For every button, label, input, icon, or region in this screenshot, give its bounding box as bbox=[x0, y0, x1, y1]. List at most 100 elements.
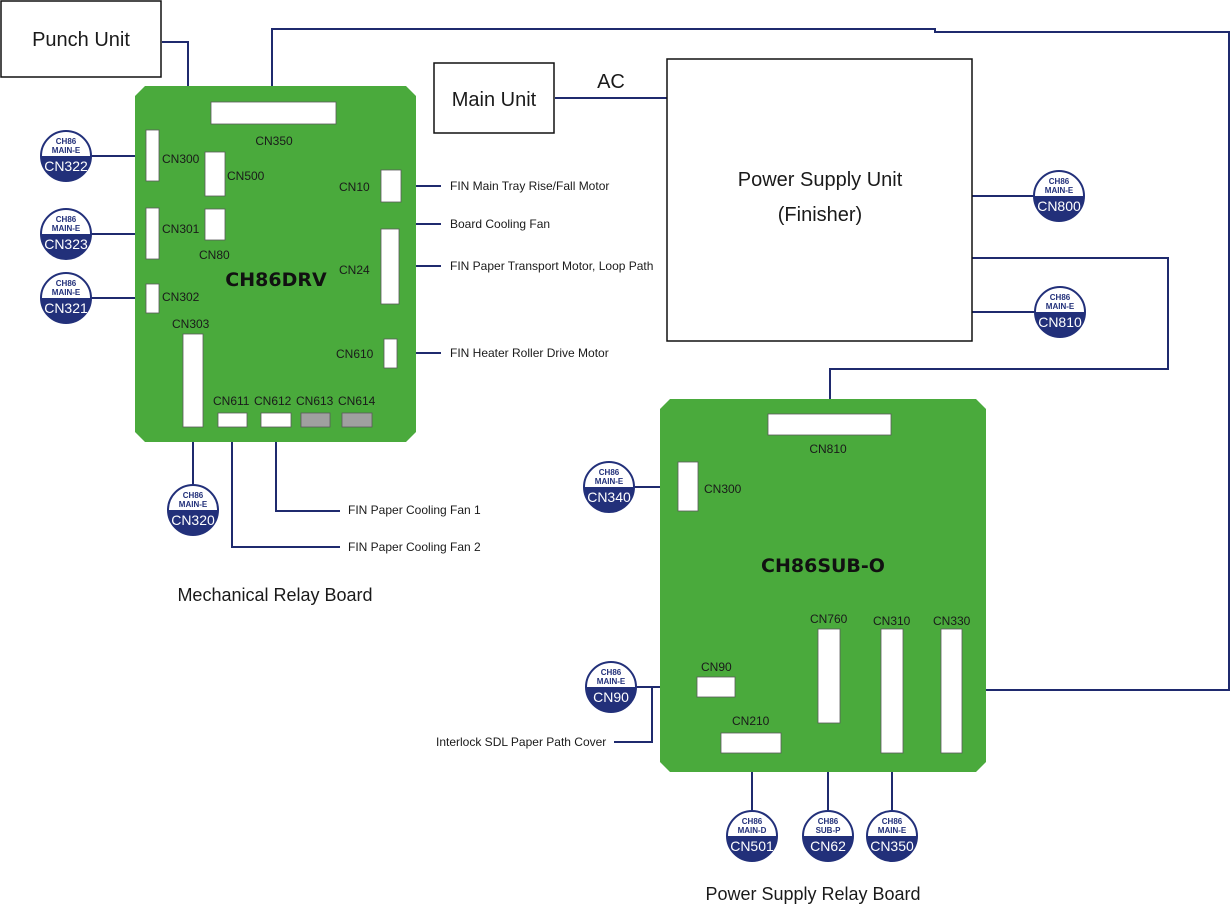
svg-text:MAIN-E: MAIN-E bbox=[597, 677, 626, 686]
badge-cn340: CH86 MAIN-E CN340 bbox=[583, 461, 635, 513]
connector-cn300 bbox=[145, 129, 160, 182]
badge-cn810: CH86 MAIN-E CN810 bbox=[1034, 286, 1086, 338]
badge-cn323: CH86 MAIN-E CN323 bbox=[40, 208, 92, 260]
svg-text:SUB-P: SUB-P bbox=[816, 826, 842, 835]
connector-cn24 bbox=[380, 228, 400, 305]
svg-text:MAIN-E: MAIN-E bbox=[52, 224, 81, 233]
sub-board-caption: Power Supply Relay Board bbox=[705, 884, 920, 904]
cn80-label: CN80 bbox=[199, 248, 230, 262]
psu-title-line1: Power Supply Unit bbox=[738, 169, 903, 191]
mechanical-relay-board: CH86DRV CN350 CN300 CN500 CN10 CN301 CN8… bbox=[135, 86, 416, 442]
connector-cn500 bbox=[204, 151, 226, 197]
cn613-label: CN613 bbox=[296, 394, 334, 408]
badge-cn501: CH86 MAIN-D CN501 bbox=[726, 810, 778, 862]
svg-text:CH86: CH86 bbox=[818, 817, 839, 826]
svg-text:CH86: CH86 bbox=[742, 817, 763, 826]
punch-unit-box: Punch Unit bbox=[0, 0, 162, 78]
svg-text:CN62: CN62 bbox=[810, 838, 846, 854]
connector-cn611 bbox=[217, 412, 248, 428]
svg-text:MAIN-E: MAIN-E bbox=[878, 826, 907, 835]
target-tray-motor: FIN Main Tray Rise/Fall Motor bbox=[450, 179, 609, 193]
connector-sub-cn210 bbox=[720, 732, 782, 754]
connector-cn614 bbox=[341, 412, 373, 428]
connector-sub-cn310 bbox=[880, 628, 904, 754]
target-heater-motor: FIN Heater Roller Drive Motor bbox=[450, 346, 609, 360]
sub-cn310-label: CN310 bbox=[873, 614, 911, 628]
mech-board-title: CH86DRV bbox=[225, 269, 327, 291]
connector-sub-cn760 bbox=[817, 628, 841, 724]
badge-cn320: CH86 MAIN-E CN320 bbox=[167, 484, 219, 536]
connector-cn613 bbox=[300, 412, 331, 428]
target-cooling-fan1: FIN Paper Cooling Fan 1 bbox=[348, 503, 481, 517]
svg-text:CN320: CN320 bbox=[171, 512, 215, 528]
cn612-label: CN612 bbox=[254, 394, 292, 408]
connector-cn350 bbox=[210, 101, 337, 125]
sub-cn210-label: CN210 bbox=[732, 714, 770, 728]
svg-text:CN810: CN810 bbox=[1038, 314, 1082, 330]
cn302-label: CN302 bbox=[162, 290, 200, 304]
sub-cn810-label: CN810 bbox=[809, 442, 847, 456]
target-board-fan: Board Cooling Fan bbox=[450, 217, 550, 231]
svg-text:CN321: CN321 bbox=[44, 300, 88, 316]
connector-cn10 bbox=[380, 169, 402, 203]
sub-cn300-label: CN300 bbox=[704, 482, 742, 496]
svg-text:MAIN-E: MAIN-E bbox=[595, 477, 624, 486]
cn611-label: CN611 bbox=[213, 394, 250, 408]
cn610-label: CN610 bbox=[336, 347, 374, 361]
svg-text:CH86: CH86 bbox=[1049, 177, 1070, 186]
wire-cn612-fan1 bbox=[275, 427, 340, 512]
connector-cn302 bbox=[145, 283, 160, 314]
target-interlock: Interlock SDL Paper Path Cover bbox=[436, 735, 606, 749]
svg-text:MAIN-E: MAIN-E bbox=[52, 146, 81, 155]
svg-text:MAIN-E: MAIN-E bbox=[1045, 186, 1074, 195]
svg-text:MAIN-D: MAIN-D bbox=[738, 826, 767, 835]
mech-board-caption: Mechanical Relay Board bbox=[177, 585, 372, 605]
badge-cn322: CH86 MAIN-E CN322 bbox=[40, 130, 92, 182]
svg-text:CH86: CH86 bbox=[183, 491, 204, 500]
svg-text:MAIN-E: MAIN-E bbox=[52, 288, 81, 297]
sub-cn90-label: CN90 bbox=[701, 660, 732, 674]
svg-text:CN323: CN323 bbox=[44, 236, 88, 252]
svg-text:CN800: CN800 bbox=[1037, 198, 1081, 214]
svg-text:CH86: CH86 bbox=[882, 817, 903, 826]
badge-cn321: CH86 MAIN-E CN321 bbox=[40, 272, 92, 324]
badge-cn800: CH86 MAIN-E CN800 bbox=[1033, 170, 1085, 222]
cn10-label: CN10 bbox=[339, 180, 370, 194]
psu-title-line2: (Finisher) bbox=[778, 204, 862, 226]
power-supply-relay-board: CH86SUB-O CN810 CN300 CN760 CN310 CN330 … bbox=[660, 399, 986, 772]
main-unit-box: Main Unit bbox=[433, 62, 555, 134]
power-supply-unit-box: Power Supply Unit (Finisher) bbox=[666, 58, 973, 342]
svg-text:CH86: CH86 bbox=[56, 215, 77, 224]
badge-cn90: CH86 MAIN-E CN90 bbox=[585, 661, 637, 713]
sub-cn330-label: CN330 bbox=[933, 614, 971, 628]
badge-cn350: CH86 MAIN-E CN350 bbox=[866, 810, 918, 862]
svg-text:MAIN-E: MAIN-E bbox=[179, 500, 208, 509]
cn300-label: CN300 bbox=[162, 152, 200, 166]
main-unit-label: Main Unit bbox=[452, 89, 537, 111]
svg-text:MAIN-E: MAIN-E bbox=[1046, 302, 1075, 311]
cn350-label: CN350 bbox=[255, 134, 293, 148]
sub-board-title: CH86SUB-O bbox=[761, 555, 885, 577]
svg-text:CN322: CN322 bbox=[44, 158, 88, 174]
connector-cn301 bbox=[145, 207, 160, 260]
connector-sub-cn810 bbox=[767, 413, 892, 436]
cn303-label: CN303 bbox=[172, 317, 210, 331]
wire-cn350-cn330 bbox=[271, 28, 1230, 691]
svg-text:CH86: CH86 bbox=[56, 137, 77, 146]
cn614-label: CN614 bbox=[338, 394, 376, 408]
wire-interlock bbox=[614, 687, 653, 743]
connector-sub-cn90 bbox=[696, 676, 736, 698]
connector-cn612 bbox=[260, 412, 292, 428]
svg-text:CH86: CH86 bbox=[599, 468, 620, 477]
cn301-label: CN301 bbox=[162, 222, 200, 236]
connector-cn303 bbox=[182, 333, 204, 428]
wire-cn611-fan2 bbox=[231, 427, 340, 548]
svg-text:CN340: CN340 bbox=[587, 489, 631, 505]
target-transport-motor: FIN Paper Transport Motor, Loop Path bbox=[450, 259, 653, 273]
connector-cn610 bbox=[383, 338, 398, 369]
connector-cn80 bbox=[204, 208, 226, 241]
wire-psu-cn810 bbox=[829, 257, 1169, 414]
cn500-label: CN500 bbox=[227, 169, 265, 183]
svg-text:CN350: CN350 bbox=[870, 838, 914, 854]
